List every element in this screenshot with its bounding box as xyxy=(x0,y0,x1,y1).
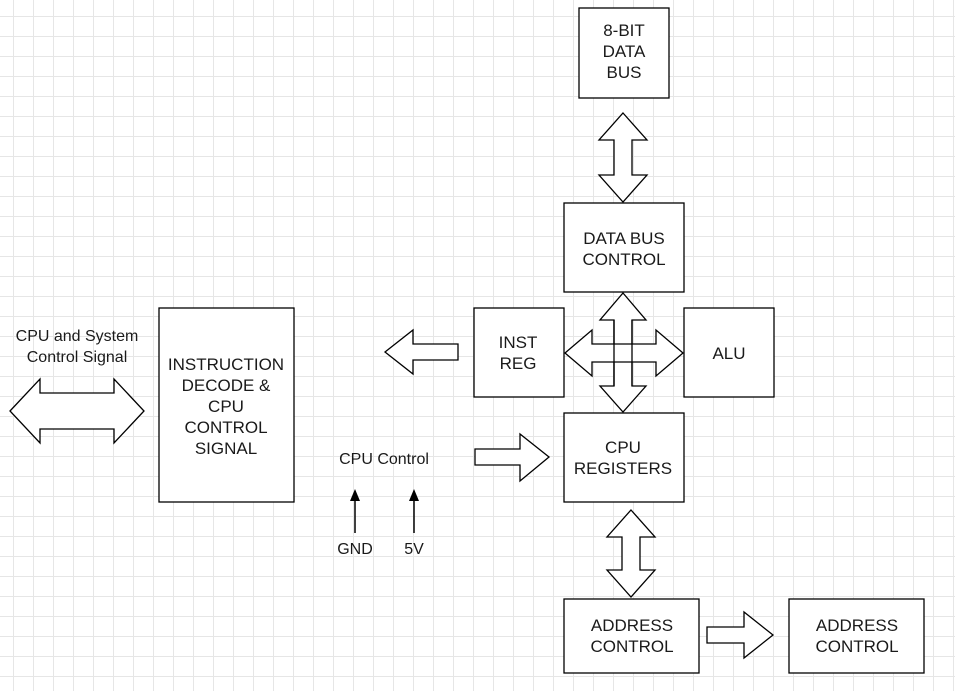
block-8bit-data-bus-line-3: BUS xyxy=(607,63,642,82)
block-data-bus-control-line-2: CONTROL xyxy=(582,250,665,269)
block-address-control-2[interactable]: ADDRESS CONTROL xyxy=(788,598,925,674)
block-address-control-1-line-1: ADDRESS xyxy=(591,616,673,635)
block-inst-reg-line-2: REG xyxy=(500,354,537,373)
arrow-address-bidirectional[interactable] xyxy=(605,509,657,598)
gnd-arrow-icon xyxy=(350,489,360,533)
block-address-control-1-line-2: CONTROL xyxy=(590,637,673,656)
arrow-databus-bidirectional[interactable] xyxy=(597,112,649,203)
label-cpu-control: CPU Control xyxy=(339,451,429,468)
block-inst-reg[interactable]: INST REG xyxy=(473,307,565,398)
block-address-control-1[interactable]: ADDRESS CONTROL xyxy=(563,598,700,674)
arrow-system-control-bidirectional[interactable] xyxy=(9,377,145,445)
block-instruction-decode-line-3: CPU xyxy=(208,397,244,416)
block-8bit-data-bus-line-2: DATA xyxy=(603,42,646,61)
block-cpu-registers-line-2: REGISTERS xyxy=(574,459,672,478)
block-8bit-data-bus-line-1: 8-BIT xyxy=(603,21,645,40)
block-8bit-data-bus[interactable]: 8-BIT DATA BUS xyxy=(578,7,670,99)
block-cpu-registers[interactable]: CPU REGISTERS xyxy=(563,412,685,503)
block-alu[interactable]: ALU xyxy=(683,307,775,398)
block-data-bus-control[interactable]: DATA BUS CONTROL xyxy=(563,202,685,293)
arrow-inst-reg-out[interactable] xyxy=(383,328,459,376)
block-alu-line-1: ALU xyxy=(712,344,745,363)
arrow-address-forward[interactable] xyxy=(706,610,775,660)
arrow-cpu-control-in[interactable] xyxy=(474,432,551,483)
label-5v: 5V xyxy=(404,541,424,558)
label-system-signal-line-2: Control Signal xyxy=(27,349,128,366)
arrow-cross-vertical-stem xyxy=(613,320,633,386)
arrow-cross-horizontal[interactable] xyxy=(563,328,685,378)
label-gnd: GND xyxy=(337,541,373,558)
block-address-control-2-line-1: ADDRESS xyxy=(816,616,898,635)
block-instruction-decode-line-4: CONTROL xyxy=(184,418,267,437)
block-cpu-registers-line-1: CPU xyxy=(605,438,641,457)
block-data-bus-control-line-1: DATA BUS xyxy=(583,229,665,248)
block-instruction-decode-line-5: SIGNAL xyxy=(195,439,257,458)
block-inst-reg-line-1: INST xyxy=(499,333,538,352)
block-instruction-decode[interactable]: INSTRUCTION DECODE & CPU CONTROL SIGNAL xyxy=(158,307,295,503)
label-system-signal-line-1: CPU and System xyxy=(16,328,139,345)
block-instruction-decode-line-1: INSTRUCTION xyxy=(168,355,284,374)
five-v-arrow-icon xyxy=(409,489,419,533)
block-address-control-2-line-2: CONTROL xyxy=(815,637,898,656)
block-instruction-decode-line-2: DECODE & xyxy=(182,376,271,395)
